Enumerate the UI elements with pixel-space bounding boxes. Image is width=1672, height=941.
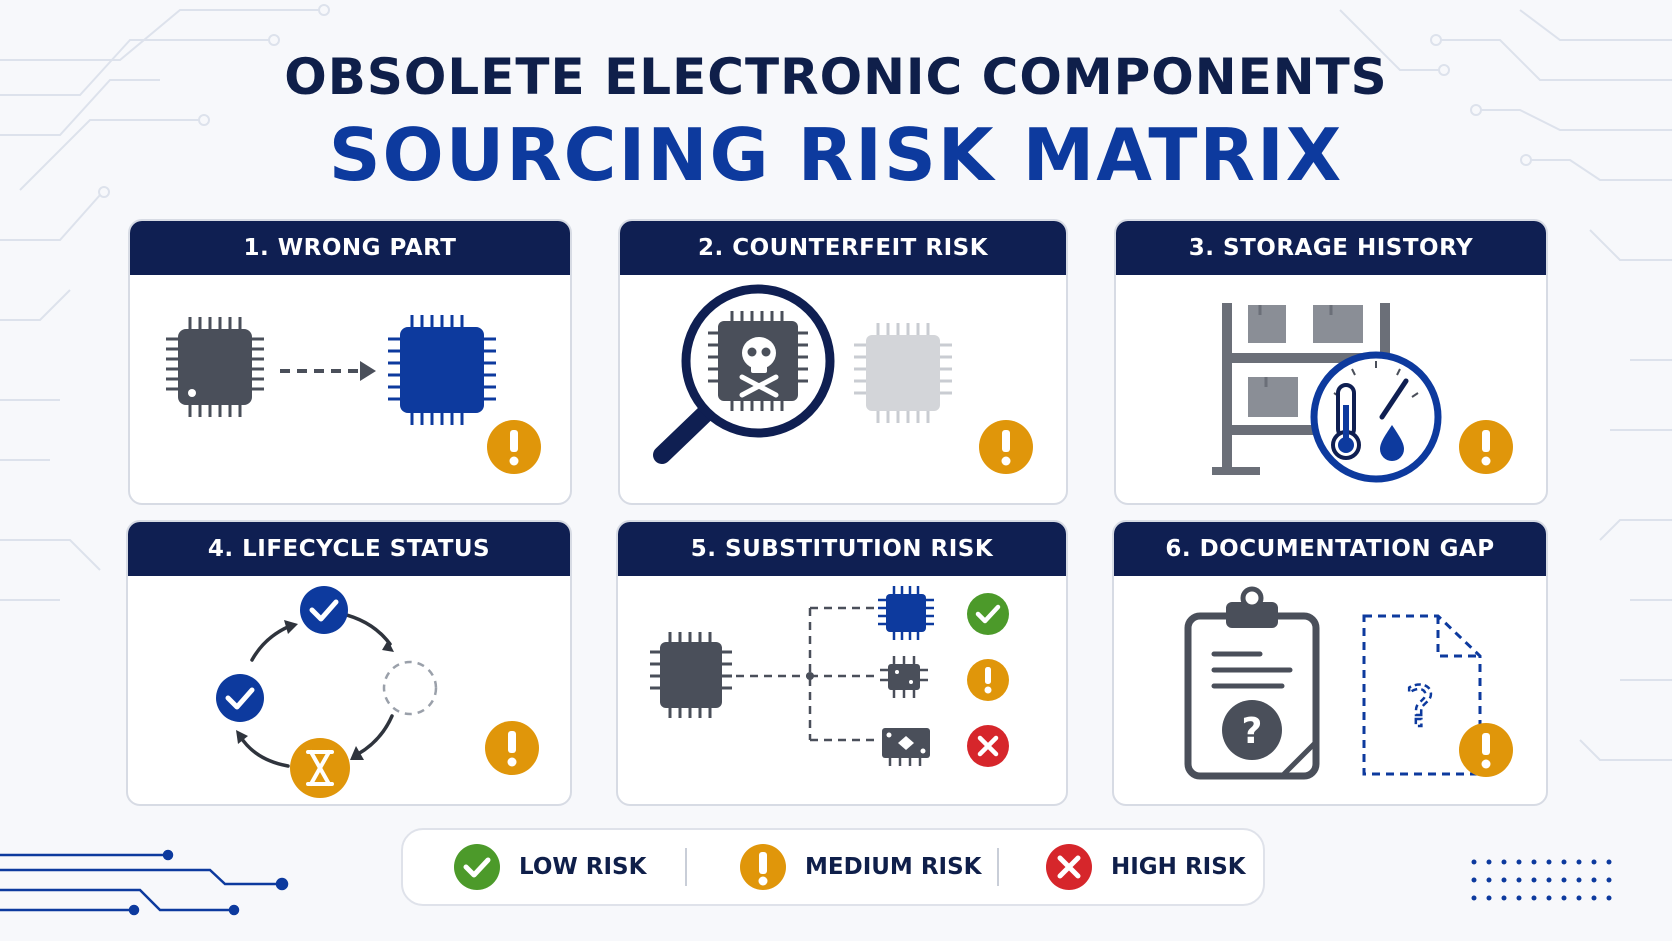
card-lifecycle-status: 4. LIFECYCLE STATUS — [126, 520, 572, 806]
medium-risk-icon — [485, 721, 539, 775]
legend-label: HIGH RISK — [1111, 854, 1246, 880]
lifecycle-illustration — [216, 586, 539, 798]
substitution-illustration — [650, 586, 1009, 767]
counterfeit-illustration — [653, 284, 1033, 474]
missing-document-icon: ? — [1362, 614, 1482, 776]
card-counterfeit-risk: 2. COUNTERFEIT RISK — [618, 219, 1068, 505]
legend-divider — [997, 848, 999, 886]
medium-risk-icon — [967, 659, 1009, 701]
skull-icon — [739, 337, 779, 398]
card-heading: 5. SUBSTITUTION RISK — [618, 522, 1066, 576]
medium-risk-icon — [1459, 420, 1513, 474]
legend-item-medium: MEDIUM RISK — [739, 830, 981, 904]
svg-text:?: ? — [1242, 711, 1263, 752]
pending-circle-icon — [382, 660, 438, 716]
title-line-2: SOURCING RISK MATRIX — [328, 113, 1344, 197]
check-icon — [216, 674, 264, 722]
card-substitution-risk: 5. SUBSTITUTION RISK — [616, 520, 1068, 806]
medium-risk-icon — [979, 420, 1033, 474]
card-documentation-gap: 6. DOCUMENTATION GAP ? ? — [1112, 520, 1548, 806]
wrong-part-illustration — [166, 315, 541, 474]
card-heading: 4. LIFECYCLE STATUS — [128, 522, 570, 576]
blue-chip-icon — [878, 586, 934, 640]
gray-chip-icon — [166, 317, 264, 417]
gauge-icon — [1310, 351, 1442, 483]
medium-risk-icon — [487, 420, 541, 474]
small-chip-icon — [880, 656, 928, 698]
exclamation-icon — [740, 844, 786, 890]
storage-illustration — [1212, 303, 1513, 483]
card-heading: 3. STORAGE HISTORY — [1116, 221, 1546, 275]
title-line-1: OBSOLETE ELECTRONIC COMPONENTS — [284, 48, 1388, 106]
faded-chip-icon — [854, 323, 952, 423]
legend-item-low: LOW RISK — [453, 830, 646, 904]
x-icon — [1046, 844, 1092, 890]
dashed-arrow-icon — [280, 361, 376, 381]
legend-label: LOW RISK — [519, 854, 647, 880]
legend-label: MEDIUM RISK — [805, 854, 982, 880]
legend-divider — [685, 848, 687, 886]
blue-chip-icon — [388, 315, 496, 425]
high-risk-icon — [967, 725, 1009, 767]
legend-item-high: HIGH RISK — [1045, 830, 1246, 904]
card-heading: 6. DOCUMENTATION GAP — [1114, 522, 1546, 576]
source-chip-icon — [650, 632, 732, 718]
check-icon — [454, 844, 500, 890]
card-storage-history: 3. STORAGE HISTORY — [1114, 219, 1548, 505]
risk-legend: LOW RISK MEDIUM RISK HIGH RISK — [401, 828, 1265, 906]
medium-risk-icon — [1459, 723, 1513, 777]
water-drop-icon — [1380, 425, 1404, 461]
card-wrong-part: 1. WRONG PART — [128, 219, 572, 505]
hourglass-icon — [290, 738, 350, 798]
check-icon — [300, 586, 348, 634]
documentation-illustration: ? ? — [1184, 586, 1513, 780]
branch-lines — [736, 606, 880, 742]
card-heading: 2. COUNTERFEIT RISK — [620, 221, 1066, 275]
low-risk-icon — [967, 593, 1009, 635]
magnifier-icon — [653, 284, 835, 464]
svg-text:?: ? — [1405, 675, 1435, 740]
card-heading: 1. WRONG PART — [130, 221, 570, 275]
thermometer-icon — [1331, 383, 1361, 460]
module-chip-icon — [882, 728, 930, 766]
title-block: OBSOLETE ELECTRONIC COMPONENTS SOURCING … — [0, 42, 1672, 198]
clipboard-icon: ? — [1184, 586, 1320, 780]
